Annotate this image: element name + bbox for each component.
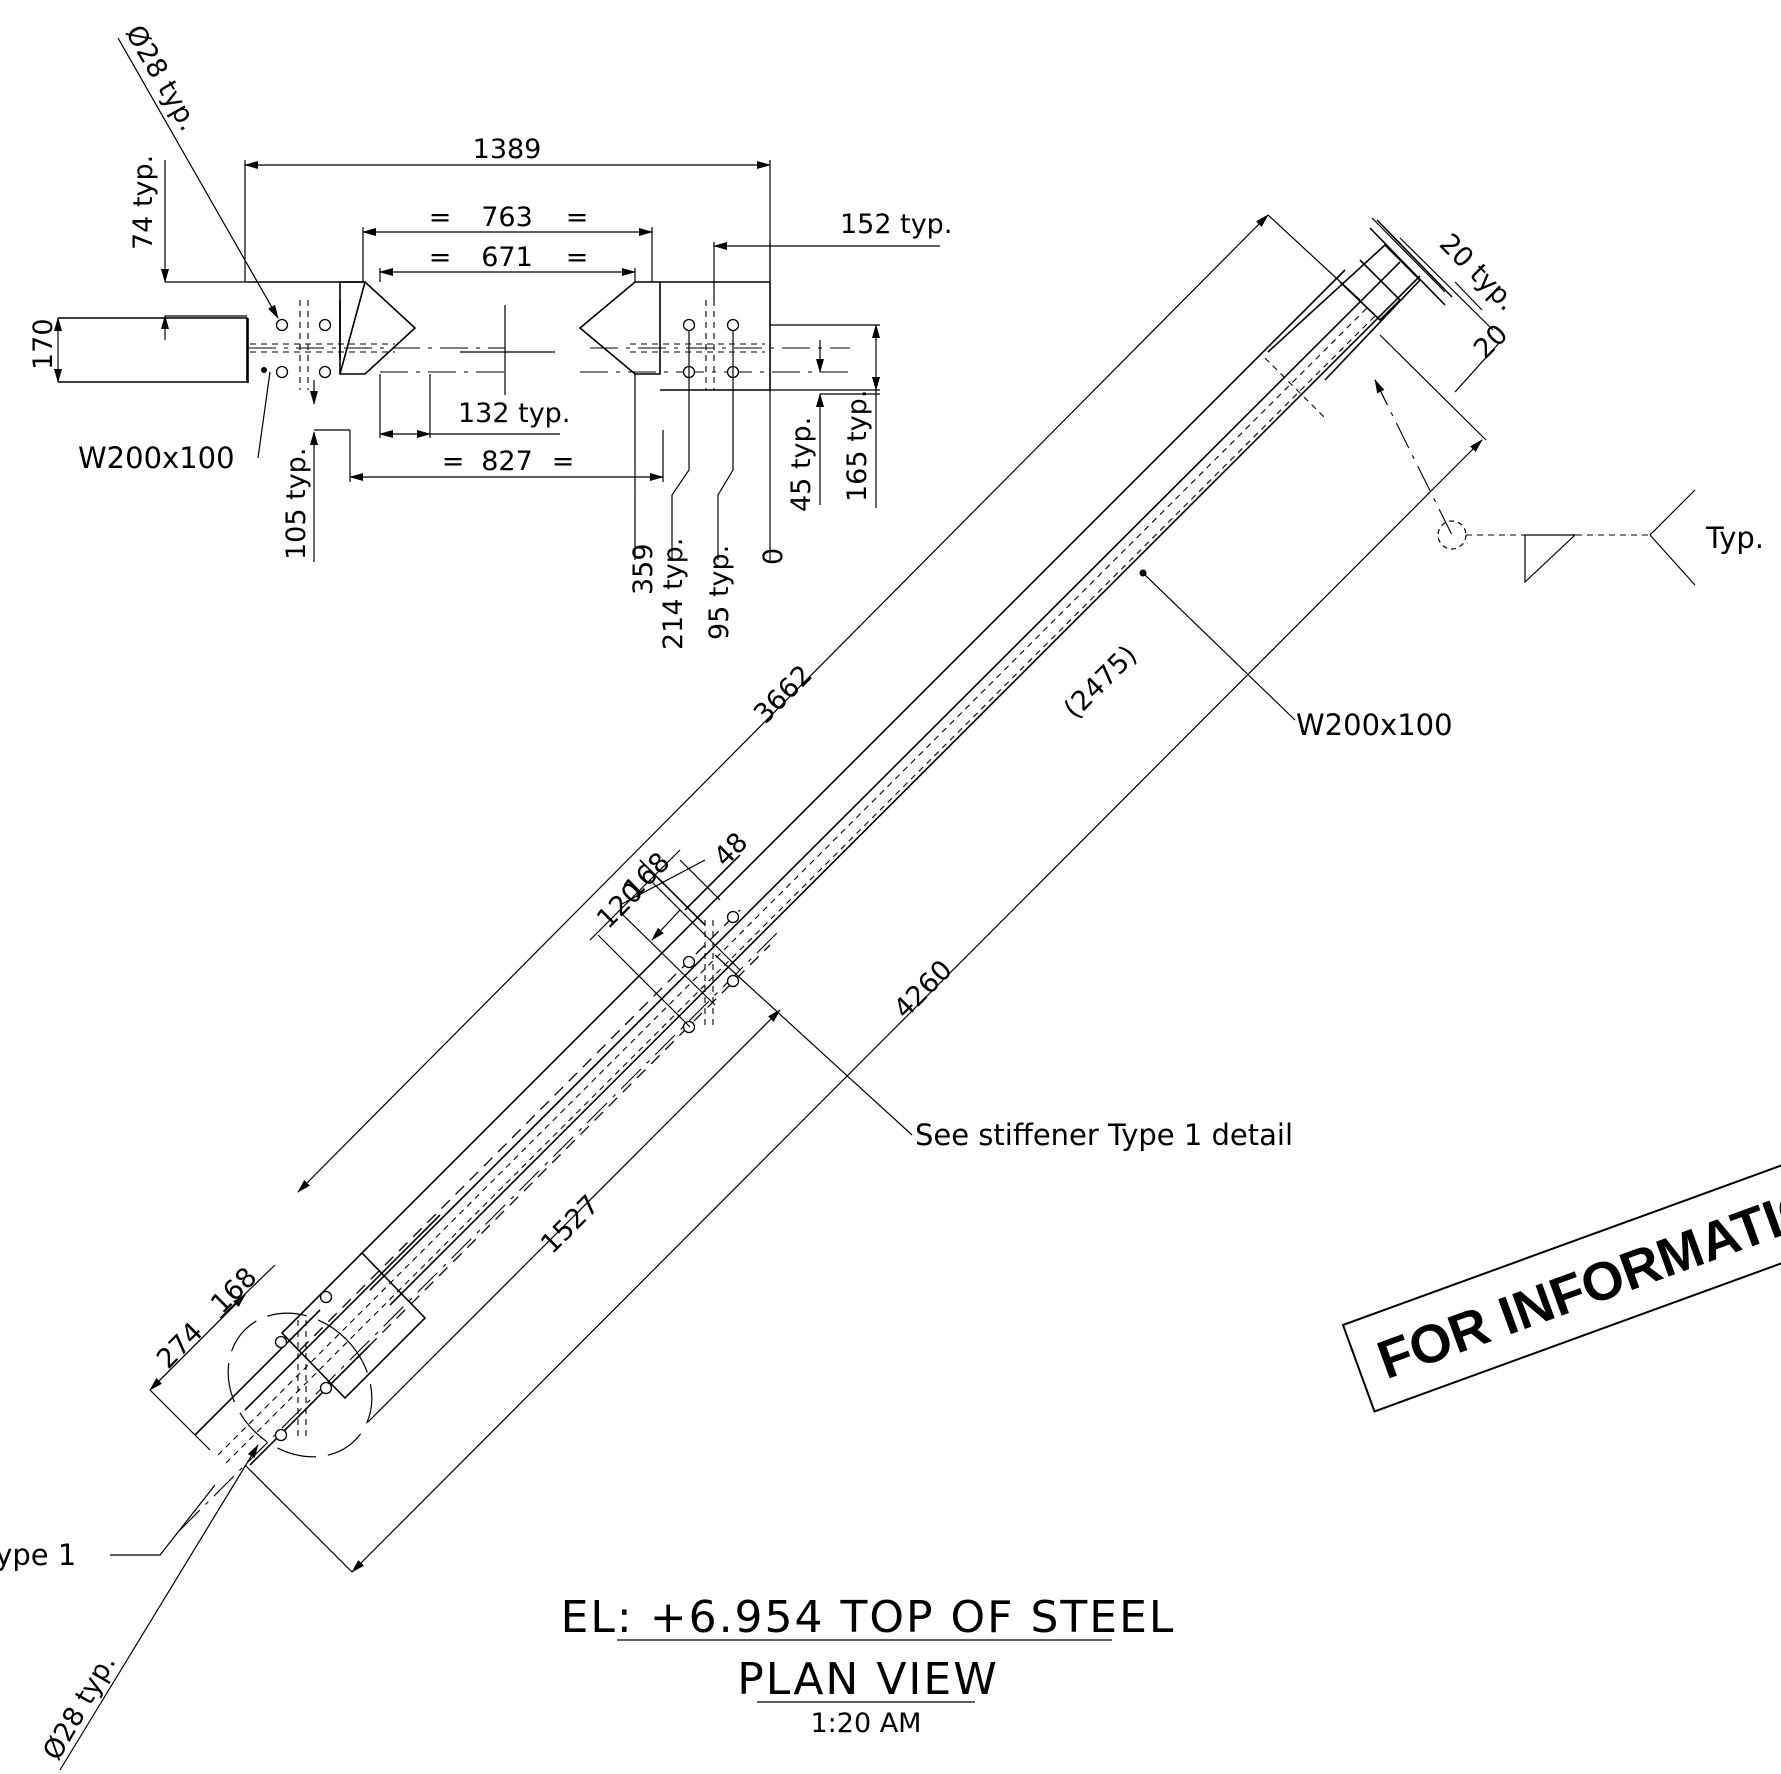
hole-note-bottom: Ø28 typ. <box>37 1649 122 1765</box>
dim-763: 763 <box>481 202 533 233</box>
weld-symbol: Typ. <box>1374 379 1764 586</box>
weld-note: Typ. <box>1705 521 1764 555</box>
dim-168b: 168 <box>205 1262 263 1320</box>
dim-1527: 1527 <box>535 1189 606 1260</box>
gusset-left <box>247 281 417 375</box>
member-label-top: W200x100 <box>78 441 235 475</box>
dim-132: 132 typ. <box>458 398 570 429</box>
dim-671: 671 <box>481 242 533 273</box>
title-block: EL: +6.954 TOP OF STEEL PLAN VIEW 1:20 A… <box>561 1592 1176 1739</box>
dim-170: 170 <box>28 318 59 370</box>
title-line2: PLAN VIEW <box>737 1654 998 1705</box>
dim-3662: 3662 <box>748 659 819 730</box>
dim-1389: 1389 <box>473 134 542 165</box>
svg-text:=: = <box>429 242 452 273</box>
dim-74: 74 typ. <box>128 155 159 250</box>
dim-2475: (2475) <box>1058 640 1143 725</box>
bolt-holes-main <box>274 569 1147 1442</box>
stiffener-note: See stiffener Type 1 detail <box>915 1118 1293 1152</box>
svg-text:=: = <box>566 242 589 273</box>
dim-105: 105 typ. <box>281 448 312 560</box>
hole-note-top: Ø28 typ. <box>119 20 204 136</box>
dim-4260: 4260 <box>888 954 959 1025</box>
dim-152: 152 typ. <box>840 209 952 240</box>
dim-48: 48 <box>708 827 754 873</box>
dim-95: 95 typ. <box>704 545 735 640</box>
stiffener-type-label: Type 1 <box>0 1538 76 1572</box>
dim-20: 20 <box>1468 319 1514 365</box>
top-detail: 1389 = 763 = = 671 = 152 typ. 74 typ. 17… <box>28 20 952 650</box>
member-stub-right <box>660 281 771 391</box>
dim-45: 45 typ. <box>786 417 817 512</box>
member-label-main: W200x100 <box>1296 708 1453 742</box>
dim-214: 214 typ. <box>658 538 689 650</box>
svg-text:=: = <box>429 202 452 233</box>
dim-20typ: 20 typ. <box>1433 228 1522 317</box>
title-line1: EL: +6.954 TOP OF STEEL <box>561 1592 1176 1643</box>
title-scale: 1:20 AM <box>811 1708 922 1739</box>
dim-274: 274 <box>151 1317 209 1375</box>
dim-827: 827 <box>481 446 533 477</box>
dim-359: 359 <box>628 543 659 595</box>
member-stub-left <box>58 317 248 383</box>
svg-text:=: = <box>442 446 465 477</box>
svg-text:=: = <box>566 202 589 233</box>
dim-0: 0 <box>758 548 789 565</box>
svg-text:=: = <box>552 446 575 477</box>
dim-165: 165 typ. <box>842 390 873 502</box>
gusset-right <box>578 281 661 375</box>
info-stamp: FOR INFORMATION <box>1341 1132 1781 1413</box>
main-view: 3662 (2475) 4260 1527 120 168 48 168 274… <box>0 214 1764 1771</box>
